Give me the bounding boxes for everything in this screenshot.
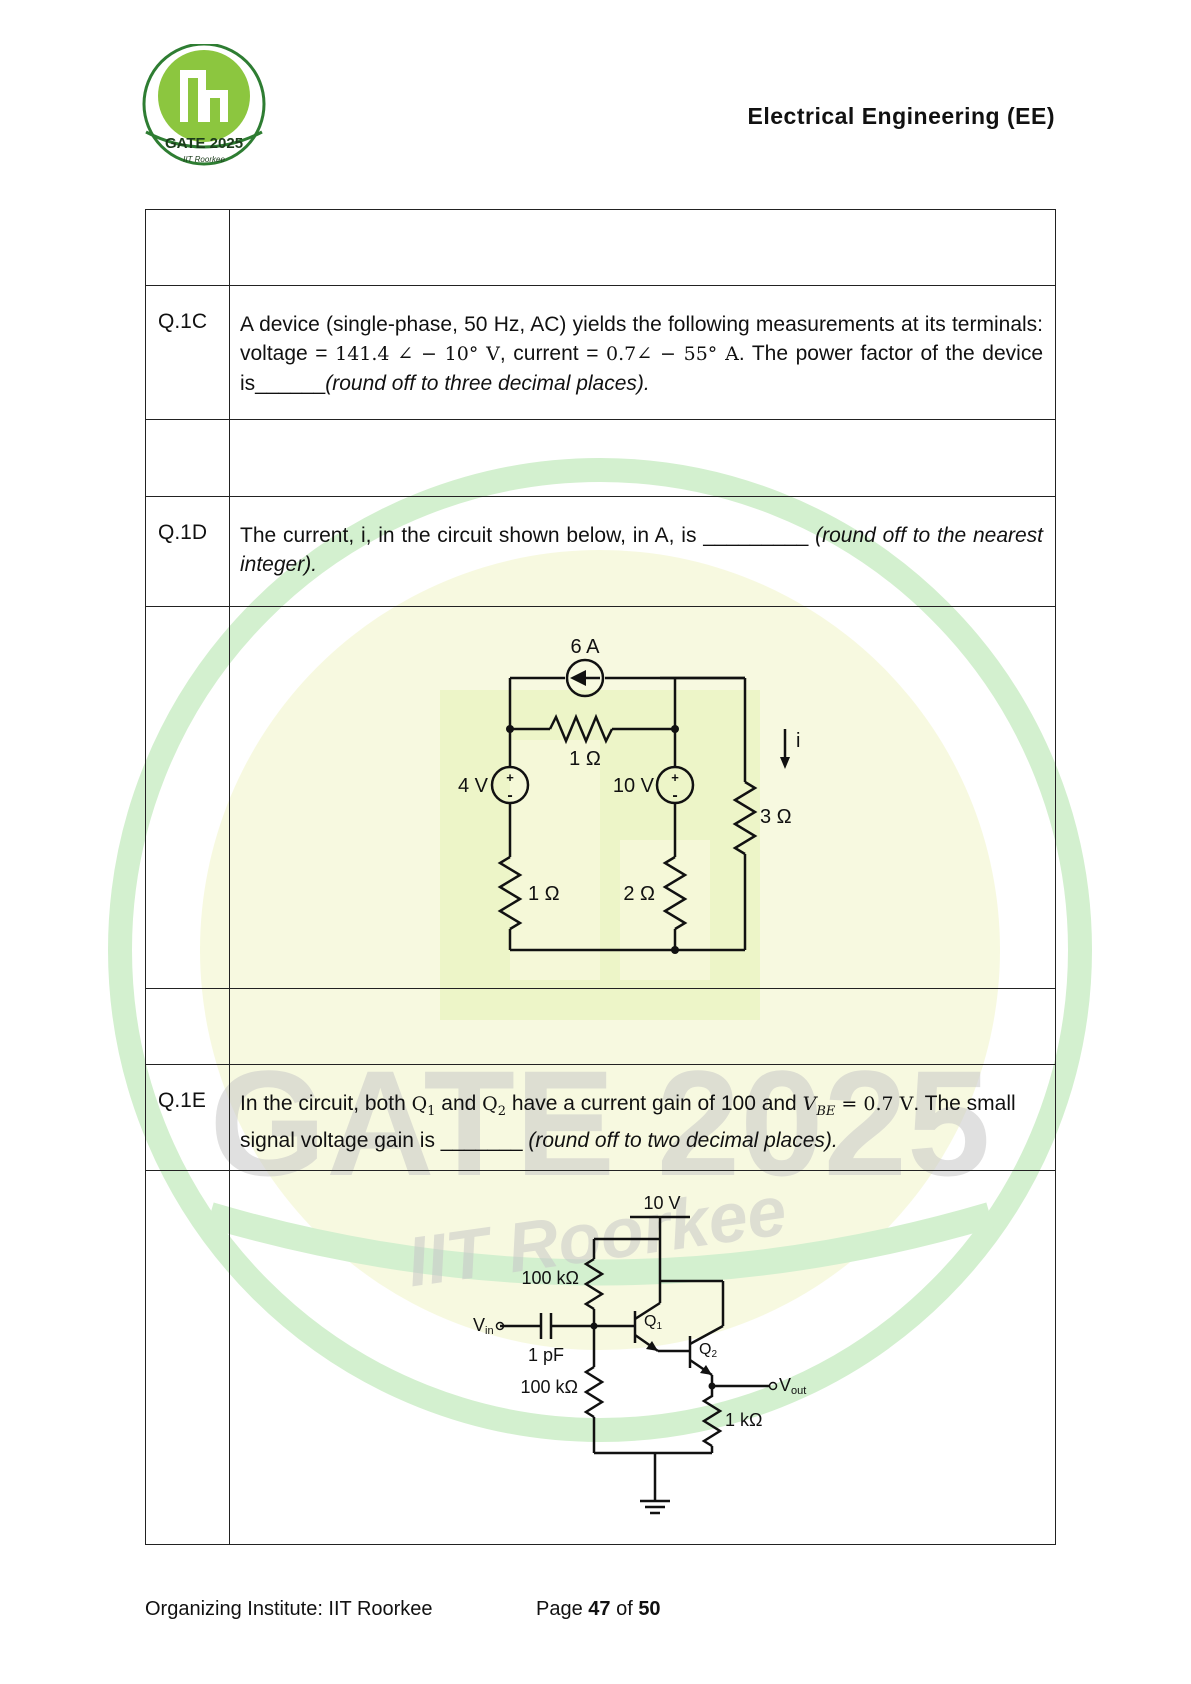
- label-current-i: i: [796, 730, 800, 752]
- label-r-top: 100 kΩ: [522, 1268, 580, 1288]
- question-number: Q.1E: [145, 1064, 230, 1171]
- page-current: 47: [588, 1598, 611, 1620]
- question-text-part: A device (single-phase, 50 Hz, AC) yield…: [240, 313, 1043, 365]
- svg-text:-: -: [672, 787, 677, 804]
- blank-cell: [229, 419, 1056, 497]
- gate-logo: GATE 2025 IIT Roorkee: [142, 44, 266, 166]
- blank-cell: [229, 988, 1056, 1065]
- math-vbe-sub: BE: [816, 1104, 836, 1120]
- label-vout: Vout: [779, 1375, 806, 1397]
- math-vbe: V: [802, 1093, 817, 1115]
- question-text: The current, i, in the circuit shown bel…: [229, 496, 1056, 607]
- label-r-mid: 2 Ω: [623, 883, 655, 905]
- blank-cell: [145, 1170, 230, 1545]
- question-row-q1c: Q.1C A device (single-phase, 50 Hz, AC) …: [145, 285, 1056, 420]
- question-text: In the circuit, both Q1 and Q2 have a cu…: [229, 1064, 1056, 1171]
- footer-institute: Organizing Institute: IIT Roorkee: [145, 1598, 433, 1620]
- label-r-bottom: 100 kΩ: [521, 1377, 579, 1397]
- question-number: Q.1C: [145, 285, 230, 420]
- blank-row: [145, 419, 1056, 497]
- blank-cell: [145, 419, 230, 497]
- math-vbe-value: = 0.7 V: [835, 1093, 914, 1115]
- circuit-row-q1d: + - + - 6 A 1 Ω 4 V 10 V 1 Ω 2 Ω 3 Ω i: [145, 606, 1056, 989]
- label-r-emitter: 1 kΩ: [725, 1410, 762, 1430]
- math-current: 0.7∠ − 55° A: [606, 343, 739, 365]
- label-cap: 1 pF: [528, 1345, 564, 1365]
- circuit-diagram-q1e: 10 V 100 kΩ 1 pF 100 kΩ Vin Vout Q1 Q2 1…: [473, 1193, 806, 1515]
- circuit-row-q1e: 10 V 100 kΩ 1 pF 100 kΩ Vin Vout Q1 Q2 1…: [145, 1170, 1056, 1545]
- question-text: A device (single-phase, 50 Hz, AC) yield…: [229, 285, 1056, 420]
- question-row-q1d: Q.1D The current, i, in the circuit show…: [145, 496, 1056, 607]
- question-text-part: In the circuit, both: [240, 1092, 412, 1115]
- label-r-top: 1 Ω: [569, 748, 601, 770]
- question-hint: (round off to three decimal places).: [325, 372, 650, 395]
- circuit-cell: + - + - 6 A 1 Ω 4 V 10 V 1 Ω 2 Ω 3 Ω i: [229, 606, 1056, 989]
- svg-text:-: -: [507, 787, 512, 804]
- question-text-part: , current =: [499, 342, 607, 365]
- question-table: Q.1C A device (single-phase, 50 Hz, AC) …: [145, 209, 1056, 1545]
- page-prefix: Page: [536, 1598, 589, 1620]
- math-q2-sub: 2: [497, 1104, 507, 1120]
- label-current-source: 6 A: [571, 636, 601, 658]
- page-header-title: Electrical Engineering (EE): [747, 103, 1055, 129]
- svg-text:+: +: [671, 770, 679, 785]
- circuit-diagram-q1d: + - + - 6 A 1 Ω 4 V 10 V 1 Ω 2 Ω 3 Ω i: [458, 636, 800, 954]
- math-q1: Q: [411, 1093, 428, 1115]
- circuit-cell: 10 V 100 kΩ 1 pF 100 kΩ Vin Vout Q1 Q2 1…: [229, 1170, 1056, 1545]
- logo-subtext: IIT Roorkee: [183, 155, 225, 164]
- blank-cell: [145, 606, 230, 989]
- question-text-part: The current,: [240, 524, 361, 547]
- question-hint: (round off to two decimal places).: [528, 1129, 838, 1153]
- blank-cell: [145, 988, 230, 1065]
- blank-cell: [229, 209, 1056, 286]
- page-total: 50: [638, 1598, 661, 1620]
- question-text-part: . The power factor of the device is_____…: [240, 342, 1043, 395]
- label-q2: Q2: [699, 1341, 717, 1360]
- label-r-right: 3 Ω: [760, 806, 792, 828]
- label-v-mid: 10 V: [613, 775, 655, 797]
- label-r-left: 1 Ω: [528, 883, 560, 905]
- footer-page-number: Page 47 of 50: [536, 1598, 661, 1621]
- math-q2: Q: [482, 1093, 498, 1115]
- question-text-part: and: [435, 1092, 483, 1115]
- question-number: Q.1D: [145, 496, 230, 607]
- label-q1: Q1: [644, 1313, 662, 1332]
- question-text-part: , in the circuit shown below, in A, is _…: [365, 524, 816, 547]
- logo-text: GATE 2025: [165, 135, 243, 152]
- blank-row: [145, 988, 1056, 1065]
- math-voltage: 141.4 ∠ − 10° V: [335, 343, 500, 365]
- blank-row: [145, 209, 1056, 286]
- page-of: of: [610, 1598, 639, 1620]
- label-supply: 10 V: [643, 1193, 680, 1213]
- label-vin: Vin: [473, 1315, 494, 1337]
- label-v-left: 4 V: [458, 775, 489, 797]
- blank-cell: [145, 209, 230, 286]
- svg-text:+: +: [506, 770, 514, 785]
- question-text-part: have a current gain of 100 and: [506, 1092, 803, 1115]
- question-row-q1e: Q.1E In the circuit, both Q1 and Q2 have…: [145, 1064, 1056, 1171]
